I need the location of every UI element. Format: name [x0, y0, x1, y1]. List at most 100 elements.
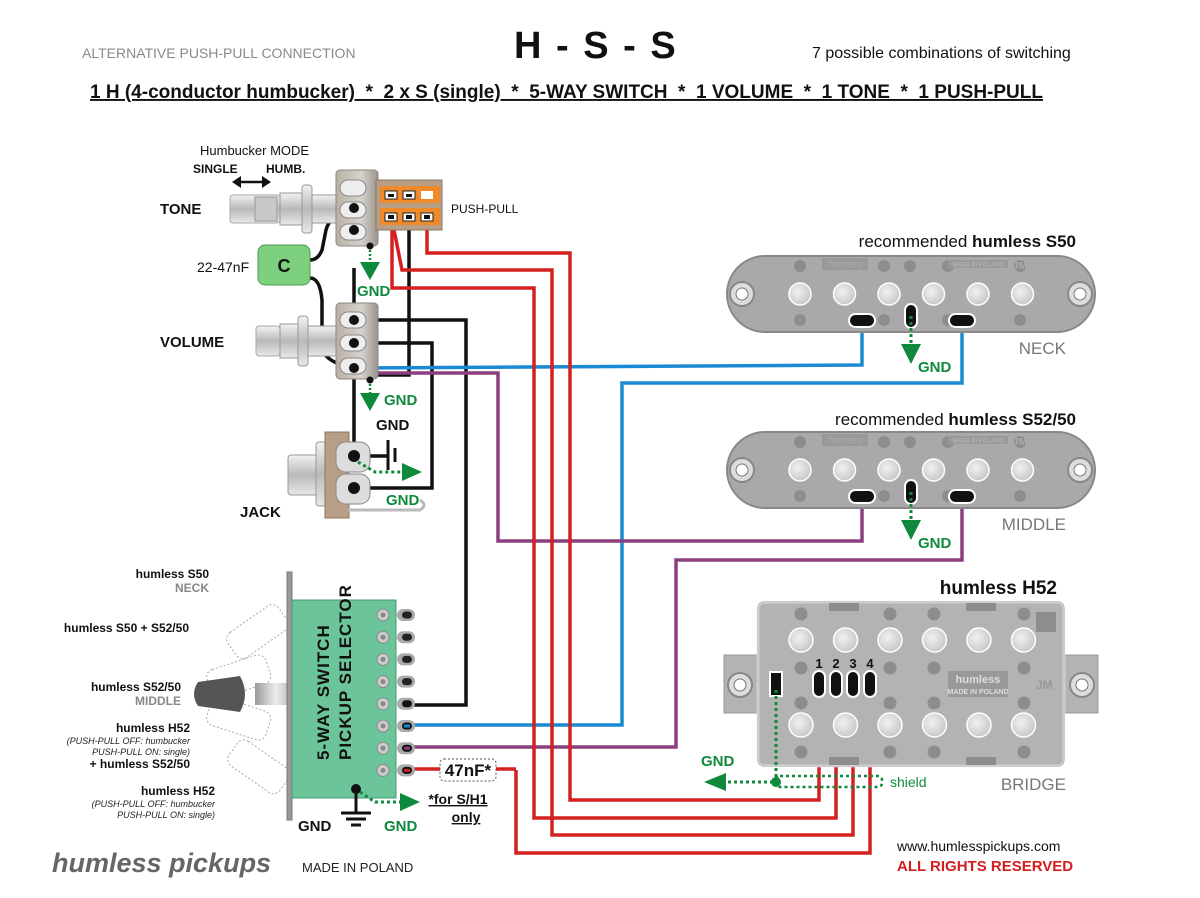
- tone-gnd-label: GND: [357, 283, 391, 300]
- tone-pot[interactable]: Humbucker MODE SINGLE HUMB. TONE: [160, 143, 519, 300]
- switch-gnd-label: GND: [384, 818, 418, 835]
- selector-position-2-label: humless S50 + S52/50: [64, 621, 189, 635]
- footer-made-in: MADE IN POLAND: [302, 860, 413, 875]
- pickup-dot: [794, 661, 808, 675]
- neck-pickup-title: recommended humless S50: [859, 232, 1076, 251]
- bridge-capacitor[interactable]: 47nF*: [439, 758, 497, 782]
- tone-lugs: [339, 179, 367, 241]
- switch-gnd: GND GND: [298, 784, 420, 835]
- middle-pole-piece: [788, 458, 812, 482]
- ground-arrow-icon: [400, 793, 420, 811]
- push-pull-label: PUSH-PULL: [451, 202, 519, 216]
- neck-made-label: MADE IN POLAND: [952, 263, 1004, 269]
- bridge-pole-piece: [832, 712, 859, 738]
- selector-position-4-note-1: (PUSH-PULL OFF: humbucker: [67, 736, 191, 746]
- jack-ground-label: GND: [376, 417, 410, 434]
- wire-pushpull-1-to-bridge-2: [390, 220, 838, 820]
- jack-gnd-label: GND: [386, 492, 420, 509]
- header-subtitle: 1 H (4-conductor humbucker) * 2 x S (sin…: [90, 82, 1043, 103]
- capacitor-note-line1: *for S/H1: [428, 791, 487, 807]
- pickup-dot: [1017, 607, 1031, 621]
- selector-position-5-label: humless H52: [141, 784, 215, 798]
- bridge-shield-gnd: GND shield: [701, 690, 927, 791]
- neck-gnd-label: GND: [918, 359, 952, 376]
- pickup-dot: [883, 661, 897, 675]
- output-jack[interactable]: GND GND JACK: [240, 417, 426, 521]
- pickup-dot: [883, 607, 897, 621]
- header-left-caption: ALTERNATIVE PUSH-PULL CONNECTION: [82, 45, 356, 61]
- double-arrow-icon: [232, 176, 271, 188]
- switch-label-line2: PICKUP SELECTOR: [336, 584, 355, 760]
- bridge-pickup-title: humless H52: [940, 578, 1057, 599]
- neck-pole-piece: [966, 282, 990, 306]
- brand-logo: humless pickups: [52, 848, 271, 878]
- wire-middle-2: [402, 498, 964, 749]
- volume-gnd-indicator: GND: [360, 376, 418, 411]
- jack-gnd-indicator: GND: [357, 460, 422, 509]
- pickup-dot: [794, 607, 808, 621]
- pickup-dot: [878, 260, 890, 272]
- pickup-dot: [794, 490, 806, 502]
- neck-pole-piece: [788, 282, 812, 306]
- bridge-terminal-number: 3: [849, 656, 856, 671]
- bridge-mark: JM: [1036, 678, 1053, 692]
- ground-arrow-icon: [402, 463, 422, 481]
- jack-label: JACK: [240, 504, 281, 521]
- middle-gnd-indicator: GND: [901, 492, 952, 552]
- volume-gnd-label: GND: [384, 392, 418, 409]
- middle-logo: humless: [828, 435, 862, 445]
- middle-pickup-title: recommended humless S52/50: [835, 410, 1076, 429]
- wire-switch-cap-to-bridge-4: [514, 683, 872, 855]
- website-link[interactable]: www.humlesspickups.com: [896, 838, 1060, 854]
- pickup-dot: [1017, 696, 1031, 710]
- bridge-position-label: BRIDGE: [1001, 775, 1066, 794]
- humbucker-mode-label: Humbucker MODE: [200, 143, 309, 158]
- pickup-dot: [927, 696, 941, 710]
- bridge-terminal-number: 2: [832, 656, 839, 671]
- rights-notice: ALL RIGHTS RESERVED: [897, 858, 1073, 875]
- ground-arrow-icon: [360, 393, 380, 411]
- wire-pushpull-3-to-bridge-1: [425, 220, 821, 802]
- bridge-pole-piece: [788, 627, 814, 653]
- capacitor-value: 22-47nF: [197, 259, 249, 275]
- selector-position-4-extra: + humless S52/50: [90, 757, 191, 771]
- wire-neck-2: [402, 322, 964, 727]
- five-way-switch[interactable]: 5-WAY SWITCH PICKUP SELECTOR GND GND 47n…: [194, 571, 497, 835]
- pickup-dot: [927, 661, 941, 675]
- pickup-dot: [1014, 260, 1026, 272]
- pickup-dot: [1014, 490, 1026, 502]
- pickup-dot: [927, 607, 941, 621]
- capacitor-note-line2: only: [452, 809, 481, 825]
- bridge-pole-piece: [966, 712, 992, 738]
- bridge-pole-piece: [966, 627, 992, 653]
- pickup-selector-labels: humless S50 NECK humless S50 + S52/50 hu…: [64, 567, 216, 820]
- bridge-logo: humless: [956, 674, 1001, 686]
- switch-lug-4: [376, 675, 415, 689]
- switch-lug-2: [376, 630, 415, 644]
- pickup-dot: [878, 436, 890, 448]
- ground-arrow-icon: [901, 344, 921, 364]
- bridge-mount-left: [727, 672, 753, 698]
- neck-mount-hole-2: [1067, 281, 1093, 307]
- bridge-capacitor-value: 47nF*: [445, 761, 492, 780]
- push-pull-switch[interactable]: [375, 179, 443, 231]
- bridge-terminal-number: 4: [866, 656, 874, 671]
- middle-pole-piece: [921, 458, 946, 482]
- bridge-pole-piece: [921, 627, 948, 653]
- switch-lever-shaft[interactable]: [255, 683, 290, 705]
- volume-label: VOLUME: [160, 334, 224, 351]
- volume-pot[interactable]: VOLUME GND: [160, 302, 418, 411]
- switch-lever-tip[interactable]: [194, 676, 245, 712]
- page-title: H - S - S: [514, 25, 678, 67]
- bridge-pole-piece: [877, 712, 903, 738]
- mode-single-label: SINGLE: [193, 162, 238, 176]
- ground-arrow-icon: [360, 262, 380, 280]
- tone-capacitor[interactable]: 22-47nF C: [197, 244, 311, 286]
- pickup-dot: [1017, 661, 1031, 675]
- wire-pushpull-1-to-bridge-3: [390, 219, 855, 837]
